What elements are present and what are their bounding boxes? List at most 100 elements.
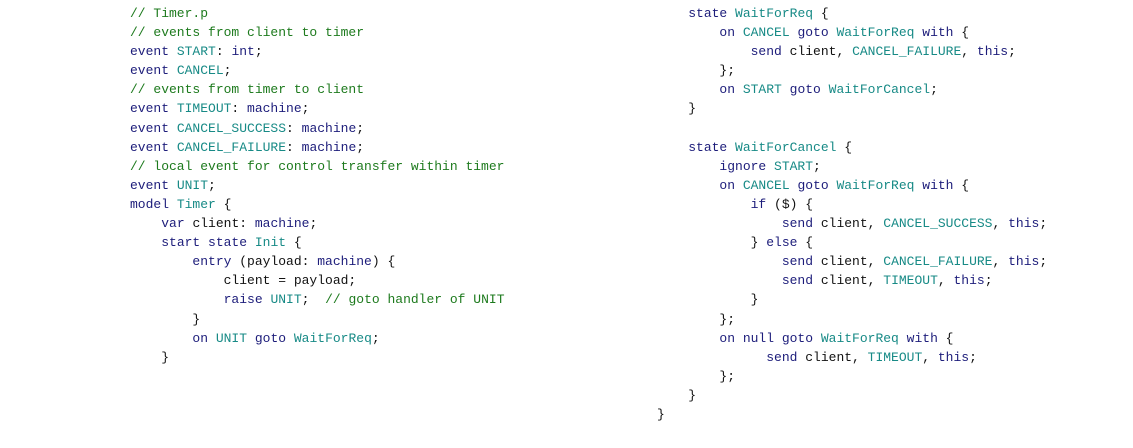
identifier-token: CANCEL_SUCCESS <box>883 216 993 232</box>
code-line: send client, CANCEL_FAILURE, this; <box>657 42 1047 61</box>
code-token: } <box>657 387 697 403</box>
code-token: ; <box>301 292 326 308</box>
keyword-token: send <box>781 216 821 232</box>
keyword-token: else <box>766 235 806 251</box>
code-token: , <box>992 254 1009 270</box>
comment-token: // local event for control transfer with… <box>130 158 505 174</box>
identifier-token: Timer <box>176 196 216 212</box>
keyword-token: send <box>766 349 806 365</box>
code-line: }; <box>657 367 1047 386</box>
code-line: event CANCEL_SUCCESS: machine; <box>130 119 505 138</box>
code-line: on CANCEL goto WaitForReq with { <box>657 23 1047 42</box>
code-line: event START: int; <box>130 42 505 61</box>
code-line: } <box>130 348 505 367</box>
identifier-token: WaitForReq <box>293 330 372 346</box>
code-token <box>130 292 224 307</box>
code-token <box>130 235 161 250</box>
keyword-token: machine <box>317 254 372 270</box>
identifier-token: WaitForReq <box>735 6 814 21</box>
code-line: } <box>657 405 1047 424</box>
identifier-token: START <box>742 82 782 98</box>
keyword-token: start state <box>161 235 255 251</box>
keyword-token: this <box>1008 254 1040 270</box>
keyword-token: goto <box>247 330 294 346</box>
keyword-token: on <box>192 330 216 346</box>
keyword-token: this <box>937 349 970 365</box>
code-token: ; <box>208 177 216 193</box>
code-token: client = payload; <box>130 273 357 289</box>
code-token: { <box>961 25 970 41</box>
code-line: } <box>657 290 1047 309</box>
code-line: client = payload; <box>130 271 505 290</box>
code-token: (payload: <box>239 254 318 270</box>
keyword-token: machine <box>247 101 302 117</box>
code-line: ignore START; <box>657 157 1047 176</box>
code-token: { <box>945 330 954 346</box>
code-token: } <box>657 292 759 308</box>
code-line: send client, CANCEL_FAILURE, this; <box>657 252 1047 271</box>
keyword-token: event <box>130 44 177 60</box>
code-line: // local event for control transfer with… <box>130 157 505 176</box>
code-token: } <box>130 311 201 327</box>
code-token: ) { <box>371 254 396 270</box>
keyword-token: raise <box>223 292 271 308</box>
code-line <box>657 119 1047 138</box>
code-token: : <box>215 44 232 60</box>
code-token: { <box>961 177 970 193</box>
code-token <box>657 44 751 59</box>
code-token: ; <box>254 44 263 60</box>
code-token: } <box>657 406 665 422</box>
keyword-token: event <box>130 120 177 136</box>
code-listing-right: state WaitForReq { on CANCEL goto WaitFo… <box>657 4 1047 424</box>
keyword-token: event <box>130 63 177 79</box>
code-token: , <box>937 273 954 289</box>
code-line: event CANCEL; <box>130 61 505 80</box>
code-token <box>657 178 719 193</box>
code-line: on null goto WaitForReq with { <box>657 329 1047 348</box>
identifier-token: TIMEOUT <box>883 273 938 289</box>
identifier-token: WaitForReq <box>836 25 915 41</box>
code-token: { <box>813 6 829 21</box>
code-token: client, <box>820 254 884 270</box>
identifier-token: START <box>774 158 814 174</box>
identifier-token: WaitForCancel <box>735 139 837 155</box>
code-token: client, <box>789 44 853 60</box>
keyword-token: machine <box>301 139 357 155</box>
code-token: ; <box>356 120 365 136</box>
keyword-token: this <box>1008 216 1040 232</box>
identifier-token: WaitForReq <box>836 177 915 193</box>
keyword-token: this <box>953 273 985 289</box>
code-token: { <box>836 139 853 155</box>
code-token: : <box>286 120 302 136</box>
code-line: if ($) { <box>657 195 1047 214</box>
code-line: send client, TIMEOUT, this; <box>657 348 1047 367</box>
code-token: ; <box>813 158 821 174</box>
code-token: ; <box>356 139 365 155</box>
keyword-token: with <box>914 177 962 193</box>
code-line: } else { <box>657 233 1047 252</box>
comment-token: // goto handler of UNIT <box>325 292 505 308</box>
code-line: var client: machine; <box>130 214 505 233</box>
identifier-token: CANCEL_FAILURE <box>176 139 287 155</box>
keyword-token: state <box>688 139 736 155</box>
code-line: state WaitForReq { <box>657 4 1047 23</box>
code-token: , <box>992 216 1009 232</box>
code-token <box>130 254 192 269</box>
code-token <box>657 159 719 174</box>
identifier-token: TIMEOUT <box>867 349 923 365</box>
code-line: start state Init { <box>130 233 505 252</box>
keyword-token: event <box>130 139 177 155</box>
code-line: entry (payload: machine) { <box>130 252 505 271</box>
code-token: client, <box>820 273 884 289</box>
keyword-token: with <box>914 25 962 41</box>
code-line: event CANCEL_FAILURE: machine; <box>130 138 505 157</box>
code-token: ; <box>301 101 310 117</box>
keyword-token: event <box>130 101 177 117</box>
identifier-token: Init <box>254 235 287 251</box>
keyword-token: this <box>976 44 1009 60</box>
code-line: }; <box>657 61 1047 80</box>
keyword-token: machine <box>301 120 357 136</box>
keyword-token: if <box>750 196 775 212</box>
code-line: // events from timer to client <box>130 80 505 99</box>
code-token: ; <box>930 82 938 98</box>
